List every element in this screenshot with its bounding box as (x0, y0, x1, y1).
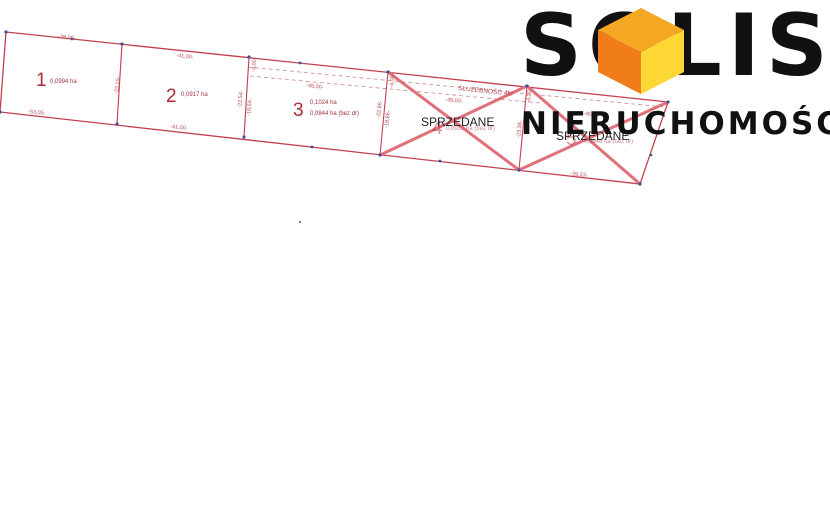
plot-3-area: 0,1024 ha (310, 100, 337, 106)
plot-1-area: 0,0994 ha (50, 79, 77, 85)
dim-v45b: -4,00- (526, 88, 533, 103)
divider-3-4 (379, 71, 389, 156)
dim-v34b: -18,86- (384, 110, 392, 128)
logo-cube-icon (598, 8, 684, 94)
divider-1-2 (116, 43, 123, 125)
dim-1-top: -38,00- (58, 34, 76, 42)
sold-cross-5b (518, 100, 669, 172)
plot-4-area: 0,0937 ha (bez dr) (446, 126, 495, 132)
dim-v23b: -18,54- (246, 98, 254, 116)
dim-3-top: -45,00- (306, 83, 324, 91)
sold-cross-4b (379, 84, 528, 157)
dim-v34a: -22,86- (376, 100, 384, 118)
plot-1-number: 1 (36, 70, 47, 91)
divider-4-5 (518, 85, 528, 171)
dim-v12: -22,15- (114, 76, 122, 94)
plot-5-area: 0,0648 ha (bez dr) (584, 139, 633, 145)
survey-points (0, 30, 670, 223)
sold-cross-5a (526, 84, 641, 186)
plot-5-number: 5 (566, 129, 577, 150)
divider-2-3 (243, 56, 250, 138)
dim-v45a: -23,38- (516, 120, 524, 138)
logo-subtitle: NIERUCHOMOŚCI (521, 106, 830, 142)
plot-3-area-net: 0,0844 ha (bez dr) (310, 111, 359, 117)
logo-cube-right (641, 30, 684, 94)
logo-cube-front (598, 30, 641, 94)
dim-v23a: -22,54- (237, 90, 245, 108)
dim-v34c: -4,00- (389, 73, 396, 88)
dim-2-bottom: -41,00- (170, 124, 188, 132)
dim-4-top: -45,00- (445, 97, 463, 105)
dim-5-bottom: -39,33- (570, 171, 588, 179)
dim-5-top: -45,00- (583, 111, 601, 119)
plot-2-number: 2 (166, 86, 177, 107)
dim-2-top: -41,00- (176, 53, 194, 61)
sold-label-plot-4: SPRZEDANE (421, 115, 494, 129)
plot-4-number: 4 (432, 118, 443, 139)
plot-2-area: 0,0917 ha (181, 92, 208, 98)
dim-v23c: -4,00- (251, 57, 258, 72)
sold-label-plot-5: SPRZEDANE (556, 129, 629, 143)
plot-3-number: 3 (293, 100, 304, 121)
dim-1-bottom: -53,05- (28, 109, 46, 117)
